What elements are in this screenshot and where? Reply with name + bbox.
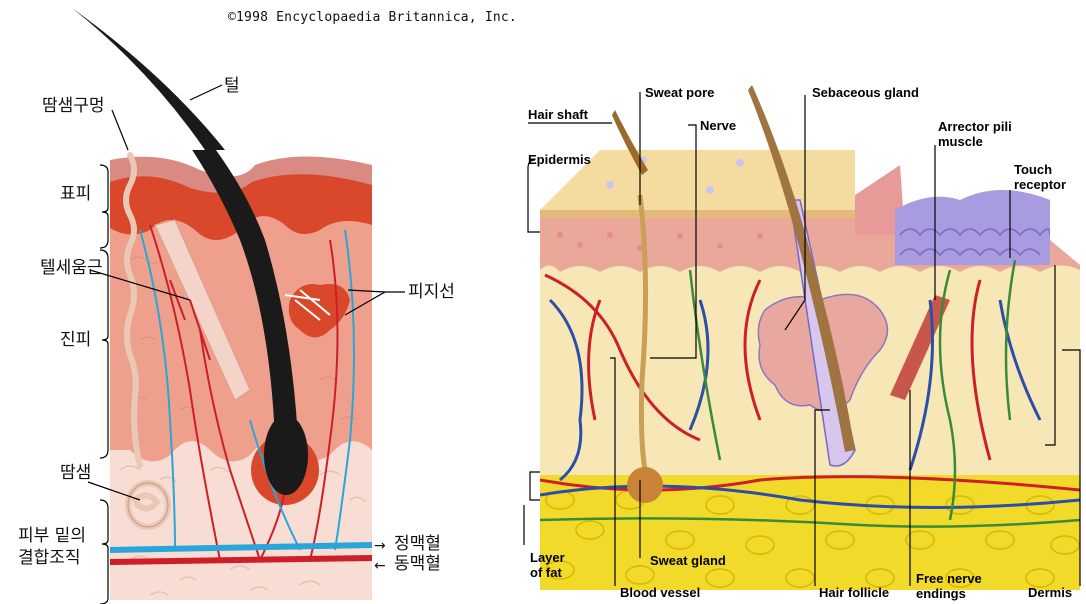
label-layer-fat-1: Layer	[530, 551, 565, 565]
left-artery-band	[110, 558, 372, 562]
label-blood-vessel: Blood vessel	[620, 586, 700, 600]
label-sweat-gland: 땀샘	[60, 463, 91, 483]
label-sebaceous-gland-en: Sebaceous gland	[812, 86, 919, 100]
label-arrector-pili-2: muscle	[938, 135, 983, 149]
label-arrector-muscle: 텔세움근	[40, 258, 103, 278]
label-hair: 털	[224, 76, 240, 96]
label-sweat-pore: Sweat pore	[645, 86, 714, 100]
left-hair-tip	[72, 8, 225, 150]
label-arrector-pili-1: Arrector pili	[938, 120, 1012, 134]
label-subcutaneous-1: 피부 밑의	[18, 526, 86, 546]
label-nerve: Nerve	[700, 119, 736, 133]
label-vein: 정맥혈	[394, 534, 441, 554]
label-free-nerve-2: endings	[916, 587, 966, 601]
label-subcutaneous-2: 결합조직	[18, 548, 81, 568]
label-dermis: 진피	[60, 330, 91, 350]
label-touch-receptor-1: Touch	[1014, 163, 1052, 177]
arrow-vein: →	[374, 536, 386, 556]
label-dermis-en: Dermis	[1028, 586, 1072, 600]
label-free-nerve-1: Free nerve	[916, 572, 982, 586]
subcutaneous-layer	[110, 440, 372, 600]
label-hair-follicle: Hair follicle	[819, 586, 889, 600]
label-epidermis-en: Epidermis	[528, 153, 591, 167]
label-pore: 땀샘구멍	[42, 96, 105, 116]
arrow-artery: ←	[374, 556, 386, 576]
label-touch-receptor-2: receptor	[1014, 178, 1066, 192]
label-sebaceous-gland: 피지선	[408, 282, 455, 302]
label-sweat-gland-en: Sweat gland	[650, 554, 726, 568]
right-skin-block	[540, 150, 1080, 595]
label-epidermis: 표피	[60, 184, 91, 204]
label-hair-shaft: Hair shaft	[528, 108, 588, 122]
left-hair-root	[264, 415, 308, 495]
label-layer-fat-2: of fat	[530, 566, 562, 580]
left-skin-cross-section	[72, 8, 372, 600]
right-sweat-gland-coil	[627, 467, 663, 503]
label-artery: 동맥혈	[394, 554, 441, 574]
